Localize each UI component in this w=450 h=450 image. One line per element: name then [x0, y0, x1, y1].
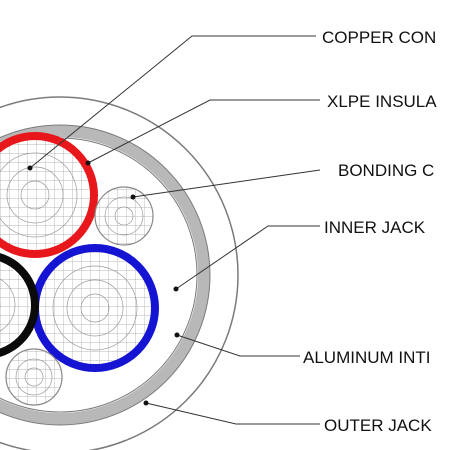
pointer-dot-aluminum [174, 332, 180, 338]
leader-inner-jacket [175, 225, 320, 290]
leader-bonding [132, 169, 321, 198]
pointer-dot-xlpe [85, 160, 91, 166]
label-bonding: BONDING C [338, 161, 434, 180]
bonding-conductor-upper [94, 186, 154, 246]
leader-outer-jacket [145, 402, 320, 425]
label-aluminum-interlock: ALUMINUM INTI [303, 348, 431, 367]
bonding-conductor-lower [5, 348, 63, 406]
aluminum-interlock-band [0, 125, 210, 425]
leader-aluminum-interlock [176, 334, 300, 357]
aluminum-interlock-outer-edge [0, 124, 211, 426]
black-conductor [0, 253, 39, 357]
leader-copper-conductor [29, 35, 316, 169]
red-insulation-ring [0, 132, 98, 258]
label-copper-conductor: COPPER CON [322, 28, 436, 47]
label-inner-jacket: INNER JACK [324, 218, 426, 237]
black-insulation-ring [0, 253, 39, 357]
label-outer-jacket: OUTER JACK [324, 416, 432, 435]
leader-xlpe-insulation [87, 99, 320, 164]
pointer-dot-copper [27, 165, 33, 171]
pointer-dot-bonding [130, 194, 136, 200]
red-conductor [0, 132, 98, 258]
blue-conductor [31, 244, 159, 372]
label-xlpe-insulation: XLPE INSULA [327, 92, 437, 111]
pointer-dot-inner-jacket [173, 286, 179, 292]
pointer-dot-outer-jacket [143, 400, 149, 406]
